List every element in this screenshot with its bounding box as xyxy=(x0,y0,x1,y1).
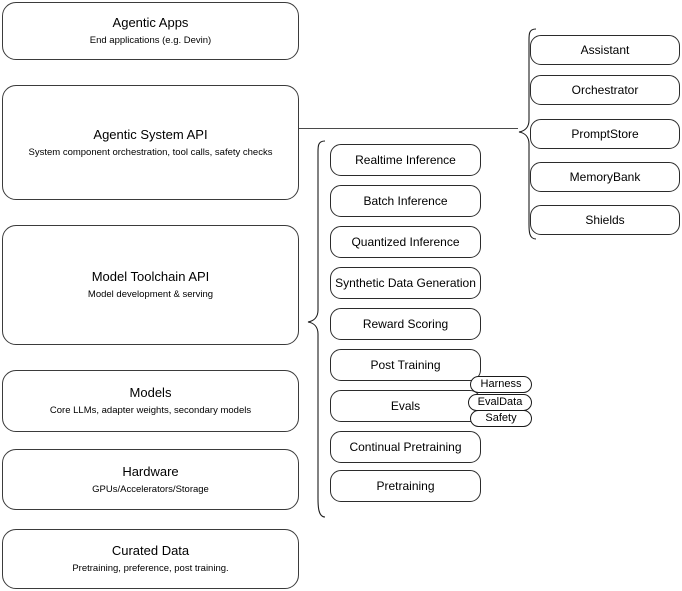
component-continual-pretraining[interactable]: Continual Pretraining xyxy=(330,431,481,463)
layer-title: Agentic System API xyxy=(93,126,208,142)
layer-model-toolchain-api[interactable]: Model Toolchain API Model development & … xyxy=(2,225,299,345)
component-label: MemoryBank xyxy=(569,170,641,184)
component-assistant[interactable]: Assistant xyxy=(530,35,680,65)
component-quantized-inference[interactable]: Quantized Inference xyxy=(330,226,481,258)
component-label: Realtime Inference xyxy=(355,153,456,167)
component-label: PromptStore xyxy=(571,127,639,141)
component-batch-inference[interactable]: Batch Inference xyxy=(330,185,481,217)
component-reward-scoring[interactable]: Reward Scoring xyxy=(330,308,481,340)
component-label: Pretraining xyxy=(376,479,435,493)
component-memorybank[interactable]: MemoryBank xyxy=(530,162,680,192)
layer-subtitle: System component orchestration, tool cal… xyxy=(28,146,273,158)
component-label: Batch Inference xyxy=(363,194,448,208)
evals-tag-label: Safety xyxy=(485,412,517,424)
brace-agentic-components xyxy=(518,28,537,240)
layer-agentic-system-api[interactable]: Agentic System API System component orch… xyxy=(2,85,299,200)
component-orchestrator[interactable]: Orchestrator xyxy=(530,75,680,105)
evals-tag-evaldata[interactable]: EvalData xyxy=(468,394,532,411)
layer-subtitle: GPUs/Accelerators/Storage xyxy=(92,483,209,495)
layer-curated-data[interactable]: Curated Data Pretraining, preference, po… xyxy=(2,529,299,589)
evals-tag-label: Harness xyxy=(480,378,522,390)
layer-subtitle: Core LLMs, adapter weights, secondary mo… xyxy=(49,405,252,416)
component-shields[interactable]: Shields xyxy=(530,205,680,235)
component-promptstore[interactable]: PromptStore xyxy=(530,119,680,149)
component-post-training[interactable]: Post Training xyxy=(330,349,481,381)
evals-tag-safety[interactable]: Safety xyxy=(470,410,532,427)
layer-title: Hardware xyxy=(122,463,179,479)
component-label: Shields xyxy=(585,213,625,227)
component-label: Evals xyxy=(390,399,421,413)
layer-agentic-apps[interactable]: Agentic Apps End applications (e.g. Devi… xyxy=(2,2,299,60)
component-label: Post Training xyxy=(370,358,441,372)
layer-title: Agentic Apps xyxy=(112,15,189,30)
component-label: Continual Pretraining xyxy=(349,440,462,454)
connector-agentic-system-to-components xyxy=(299,128,518,129)
component-synthetic-data-generation[interactable]: Synthetic Data Generation xyxy=(330,267,481,299)
layer-subtitle: Model development & serving xyxy=(87,289,214,300)
layer-title: Curated Data xyxy=(111,543,190,558)
layer-hardware[interactable]: Hardware GPUs/Accelerators/Storage xyxy=(2,449,299,510)
component-pretraining[interactable]: Pretraining xyxy=(330,470,481,502)
evals-tag-harness[interactable]: Harness xyxy=(470,376,532,393)
layer-title: Models xyxy=(129,385,172,400)
component-label: Synthetic Data Generation xyxy=(335,276,476,290)
component-evals[interactable]: Evals xyxy=(330,390,481,422)
layer-subtitle: End applications (e.g. Devin) xyxy=(89,35,212,46)
evals-tag-label: EvalData xyxy=(477,396,523,408)
layer-title: Model Toolchain API xyxy=(91,269,210,284)
component-realtime-inference[interactable]: Realtime Inference xyxy=(330,144,481,176)
layer-subtitle: Pretraining, preference, post training. xyxy=(72,563,229,574)
component-label: Quantized Inference xyxy=(351,235,460,249)
layer-models[interactable]: Models Core LLMs, adapter weights, secon… xyxy=(2,370,299,432)
component-label: Assistant xyxy=(580,43,630,57)
brace-toolchain-components xyxy=(307,140,326,518)
component-label: Reward Scoring xyxy=(362,317,449,331)
component-label: Orchestrator xyxy=(571,83,639,97)
